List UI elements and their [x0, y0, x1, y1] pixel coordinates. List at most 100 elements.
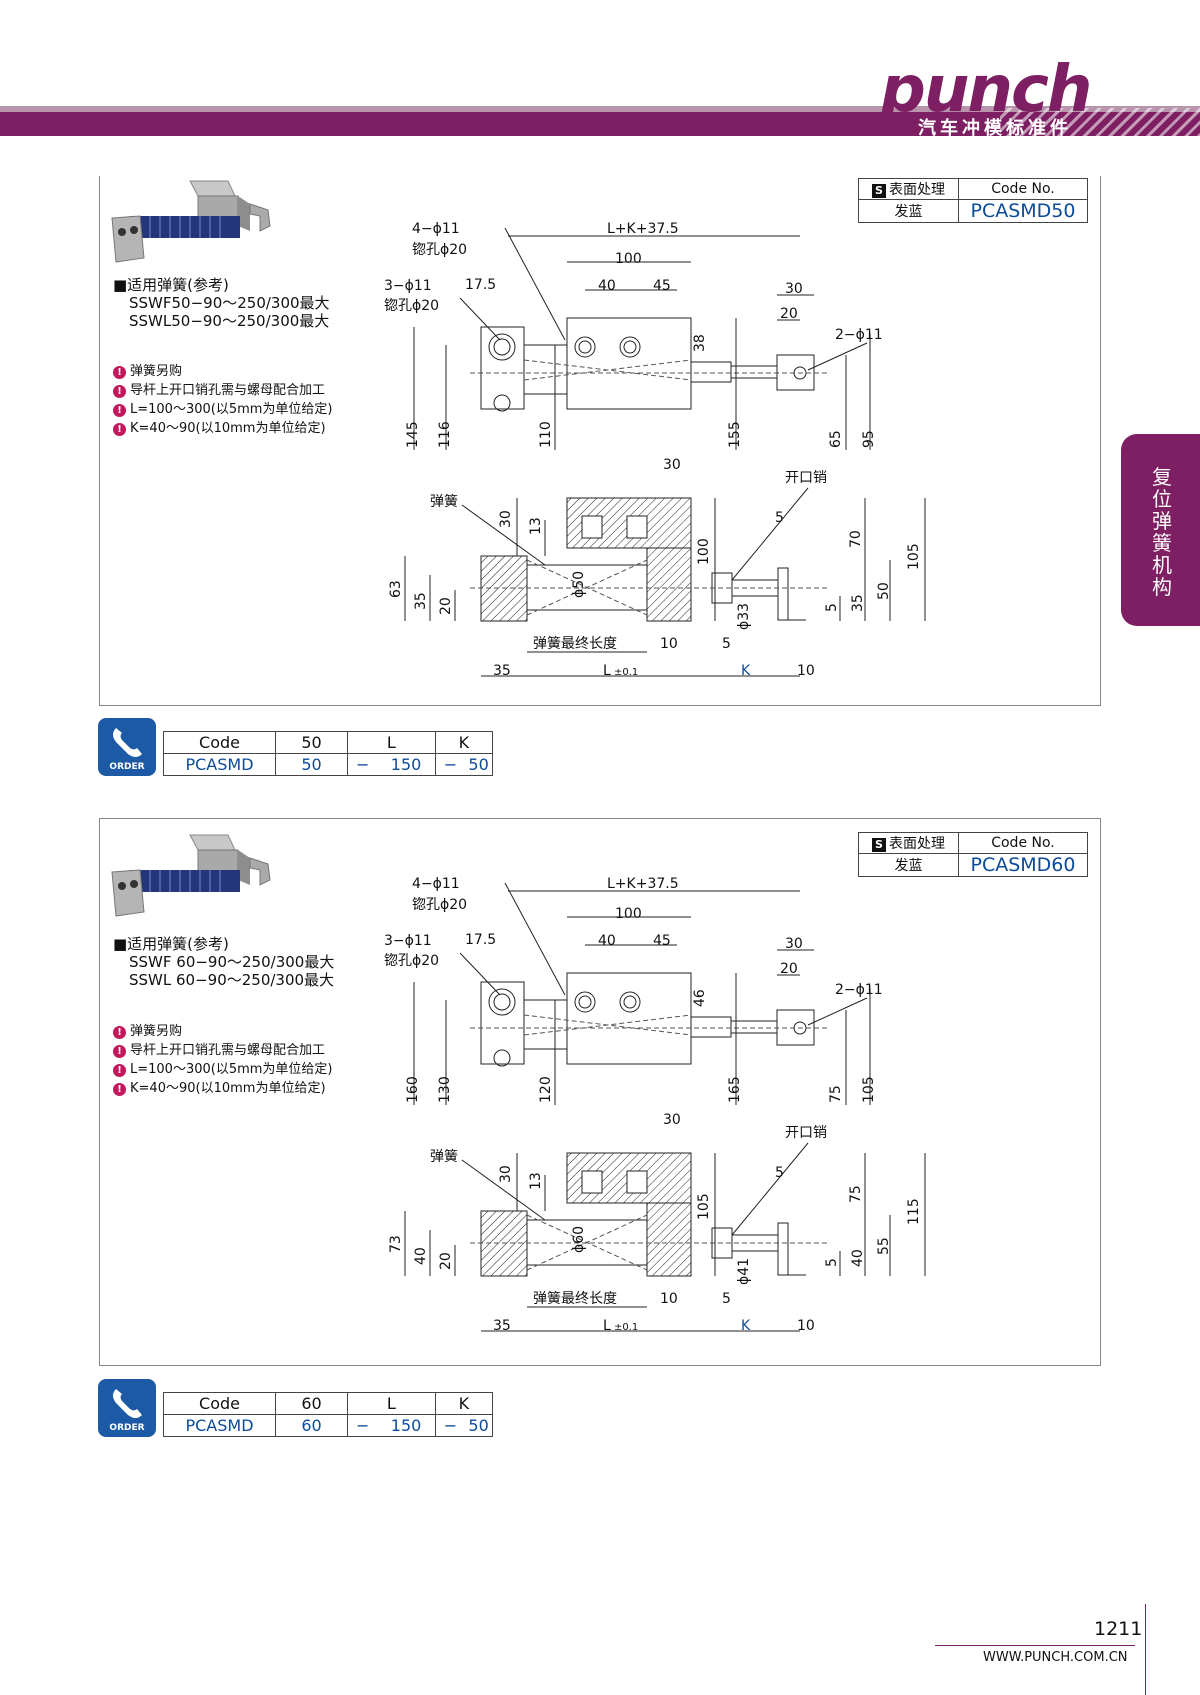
- dim-70: 70: [848, 530, 864, 548]
- dim-pin: 开口销: [785, 470, 827, 486]
- order-sep: −: [434, 1414, 466, 1437]
- dim-30c: 30: [498, 1165, 514, 1183]
- dim-rod: ϕ33: [736, 603, 752, 630]
- dim-30c: 30: [498, 510, 514, 528]
- spring-heading: ■适用弹簧(参考): [113, 276, 229, 294]
- dim-bore: ϕ60: [571, 1226, 587, 1253]
- dim-45: 45: [653, 933, 671, 949]
- dim-rod: ϕ41: [736, 1258, 752, 1285]
- dim-73: 73: [388, 1235, 404, 1253]
- spring-heading: ■适用弹簧(参考): [113, 935, 229, 953]
- dim-bL: L: [603, 1318, 611, 1334]
- dim-17-5: 17.5: [465, 277, 496, 293]
- dim-overall: L+K+37.5: [607, 876, 679, 892]
- punch-logo: punch: [880, 53, 1092, 127]
- note-item: !导杆上开口销孔需与螺母配合加工: [113, 381, 333, 400]
- dim-v5: 75: [828, 1085, 844, 1103]
- dim-holes2: 2−ϕ11: [835, 982, 883, 998]
- dim-v6: 105: [861, 1076, 877, 1103]
- spring-line: SSWL50−90〜250/300最大: [129, 312, 330, 330]
- note-item: !导杆上开口销孔需与螺母配合加工: [113, 1041, 333, 1060]
- dim-v1: 160: [405, 1076, 421, 1103]
- phone-icon: [113, 1389, 142, 1418]
- dim-5c: 5: [722, 636, 731, 652]
- dim-100v: 100: [696, 538, 712, 565]
- order-icon[interactable]: ORDER: [98, 718, 156, 776]
- spring-line: SSWL 60−90〜250/300最大: [129, 971, 335, 989]
- order-sep: −: [347, 1414, 378, 1437]
- dim-bL: L: [603, 663, 611, 679]
- code-no-value: PCASMD50: [958, 199, 1088, 223]
- dim-45: 45: [653, 278, 671, 294]
- dim-bK: K: [741, 1318, 751, 1334]
- technical-drawing-1: 4−ϕ11 锪孔ϕ20 L+K+37.5 100 3−ϕ11 锪孔ϕ20 17.…: [384, 221, 926, 679]
- order-l: 150: [377, 753, 436, 776]
- dim-35a: 35: [413, 592, 429, 610]
- dim-cb4: 锪孔ϕ20: [412, 897, 467, 913]
- dim-v1: 145: [405, 421, 421, 448]
- product-photo-2: [111, 834, 271, 917]
- note-item: !弹簧另购: [113, 362, 333, 381]
- order-header-code: Code: [163, 1392, 276, 1415]
- dim-v4: 165: [727, 1076, 743, 1103]
- dim-v2: 130: [437, 1076, 453, 1103]
- dim-46: 46: [692, 989, 708, 1007]
- dim-40b: 40: [850, 1249, 866, 1267]
- order-header-k: K: [434, 1392, 494, 1415]
- dim-v4: 155: [727, 421, 743, 448]
- dim-105v: 105: [696, 1193, 712, 1220]
- footer-divider: [935, 1645, 1135, 1646]
- spring-ref-2: ■适用弹簧(参考) SSWF 60−90〜250/300最大 SSWL 60−9…: [113, 935, 334, 989]
- dim-holes4: 4−ϕ11: [412, 876, 460, 892]
- dim-38: 38: [692, 334, 708, 352]
- website-link[interactable]: WWW.PUNCH.COM.CN: [983, 1650, 1128, 1665]
- dim-63: 63: [388, 580, 404, 598]
- section-side-tab[interactable]: [1121, 434, 1200, 626]
- dim-v6: 95: [861, 430, 877, 448]
- finish-value: 发蓝: [858, 199, 959, 223]
- spring-line: SSWF 60−90〜250/300最大: [129, 953, 335, 971]
- dim-100: 100: [615, 906, 642, 922]
- dim-cb3: 锪孔ϕ20: [384, 953, 439, 969]
- dim-40: 40: [598, 278, 616, 294]
- dim-35b: 35: [850, 594, 866, 612]
- dim-pin: 开口销: [785, 1125, 827, 1141]
- dim-b10: 10: [797, 1318, 815, 1334]
- dim-b35: 35: [493, 663, 511, 679]
- dim-30a: 30: [785, 936, 803, 952]
- dim-5a: 5: [775, 1165, 784, 1181]
- notes-1: !弹簧另购 !导杆上开口销孔需与螺母配合加工 !L=100〜300(以5mm为单…: [113, 362, 333, 438]
- side-tab-label: 复位弹簧机构: [1152, 465, 1172, 599]
- order-table-1: Code 50 L K PCASMD 50 − 150 − 50: [163, 731, 494, 776]
- dim-13: 13: [528, 517, 544, 535]
- dim-75: 75: [848, 1185, 864, 1203]
- header-subtitle: 汽车冲模标准件: [918, 118, 1072, 139]
- note-item: !L=100〜300(以5mm为单位给定): [113, 1060, 333, 1079]
- dim-spring: 弹簧: [430, 1149, 458, 1165]
- dim-holes4: 4−ϕ11: [412, 221, 460, 237]
- dim-20a: 20: [780, 961, 798, 977]
- dim-spring: 弹簧: [430, 494, 458, 510]
- dim-b35: 35: [493, 1318, 511, 1334]
- technical-drawing-2: 4−ϕ11 锪孔ϕ20 L+K+37.5 100 3−ϕ11 锪孔ϕ20 17.…: [384, 876, 926, 1334]
- dim-115: 115: [906, 1198, 922, 1225]
- dim-cb3: 锪孔ϕ20: [384, 298, 439, 314]
- s-badge-icon: S: [872, 184, 886, 198]
- dim-btol: ±0.1: [614, 667, 638, 678]
- order-icon[interactable]: ORDER: [98, 1379, 156, 1437]
- dim-30b: 30: [663, 457, 681, 473]
- dim-b10: 10: [797, 663, 815, 679]
- dim-105: 105: [906, 543, 922, 570]
- dim-50: 50: [876, 582, 892, 600]
- dim-10a: 10: [660, 636, 678, 652]
- dim-20a: 20: [780, 306, 798, 322]
- order-header-code: Code: [163, 731, 276, 754]
- s-badge-icon: S: [872, 838, 886, 852]
- dim-13: 13: [528, 1172, 544, 1190]
- dim-bK: K: [741, 663, 751, 679]
- dim-100: 100: [615, 251, 642, 267]
- dim-v3: 120: [538, 1076, 554, 1103]
- note-item: !K=40〜90(以10mm为单位给定): [113, 419, 333, 438]
